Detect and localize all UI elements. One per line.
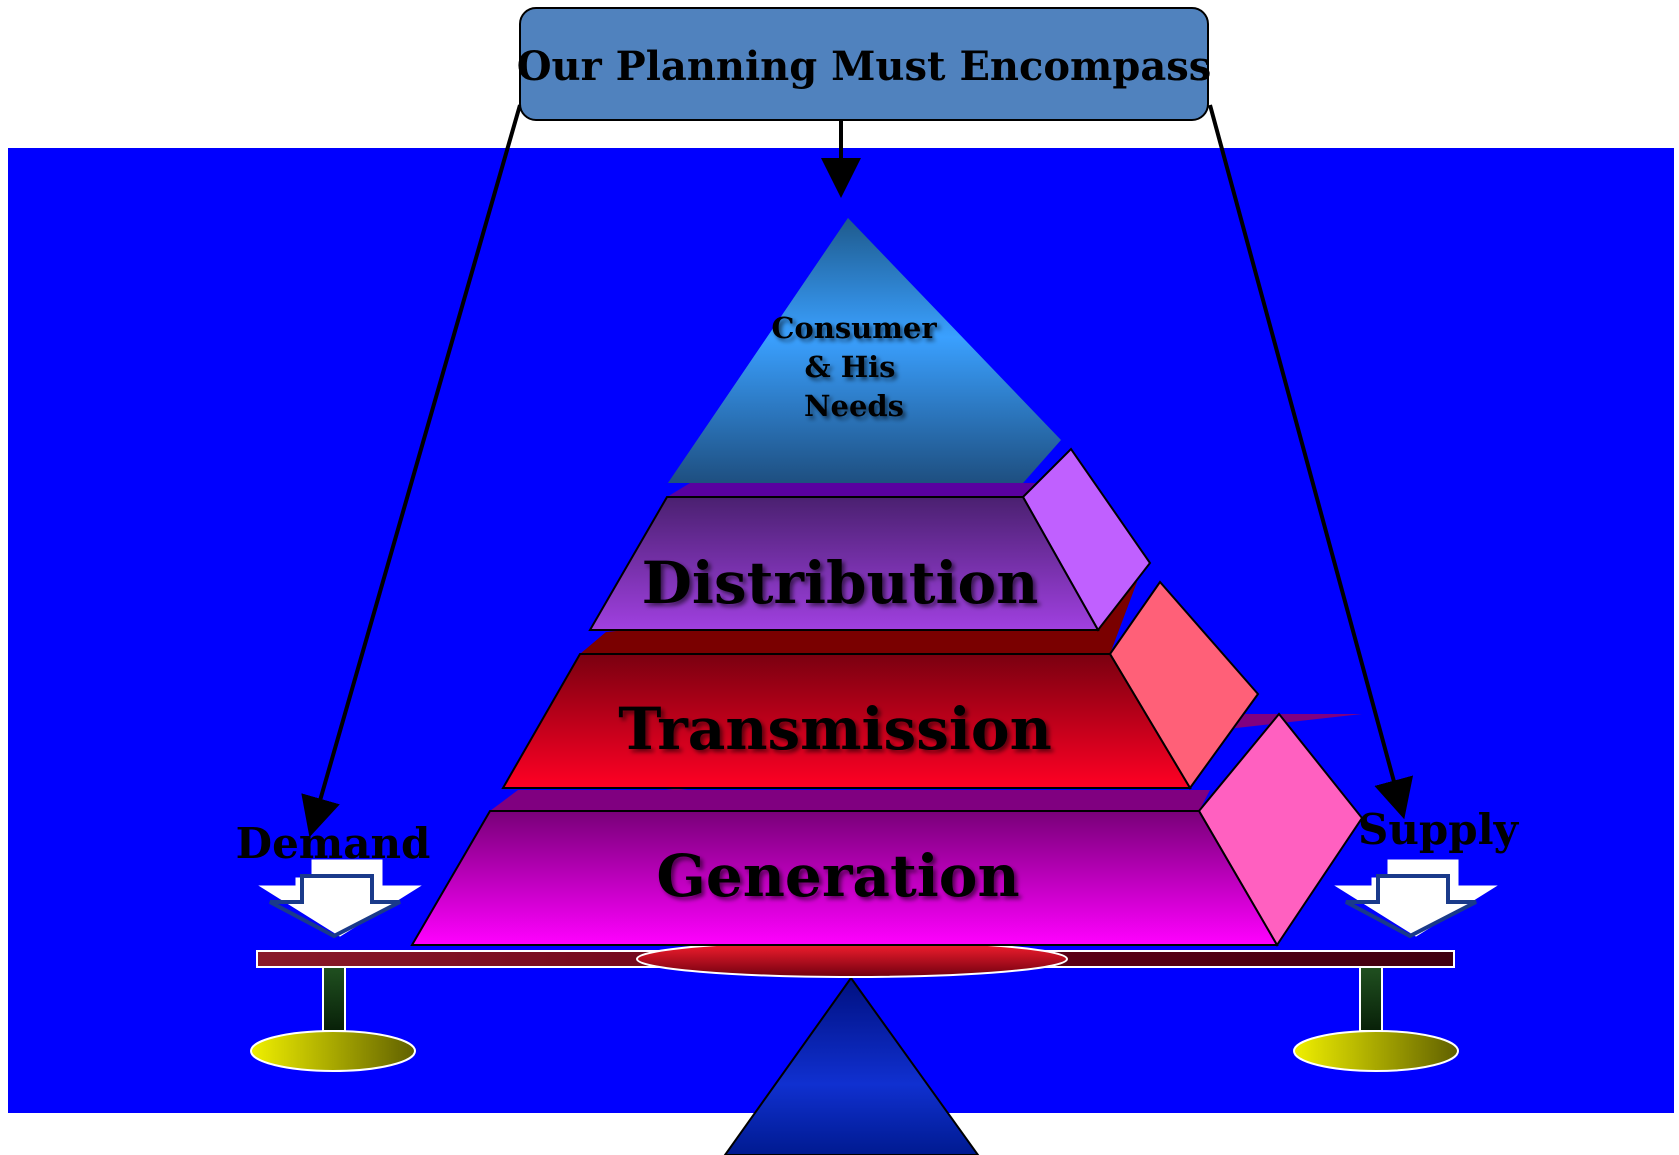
supply-label: Supply [1358,805,1520,854]
generation-tier-front [410,810,1279,946]
transmission-tier-front [501,653,1192,789]
generation-tier-top-ledge [490,790,1210,811]
scale-hub [636,940,1068,978]
distribution-label: Distribution [642,549,1039,617]
arrow-to-demand [301,104,522,838]
apex-text-line1: Consumer [771,311,937,345]
title-box [519,7,1209,121]
demand-arrow-outline-icon [269,874,401,939]
left-scale-pan [250,1030,416,1072]
arrow-to-supply [1208,104,1414,820]
distribution-tier-front [588,496,1100,631]
generation-label: Generation [656,842,1019,910]
right-scale-pan [1293,1030,1459,1072]
apex-pyramid-face [668,218,1020,483]
transmission-label: Transmission [618,695,1052,763]
apex-text-line3: Needs [804,389,904,423]
apex-text-line2: & His [804,350,895,384]
title-text: Our Planning Must Encompass [517,43,1212,90]
supply-arrow-outline-icon [1345,874,1477,939]
distribution-tier-top-ledge [667,483,1060,497]
scale-fulcrum [723,976,980,1155]
left-scale-post [322,966,346,1032]
right-scale-post [1359,966,1383,1032]
